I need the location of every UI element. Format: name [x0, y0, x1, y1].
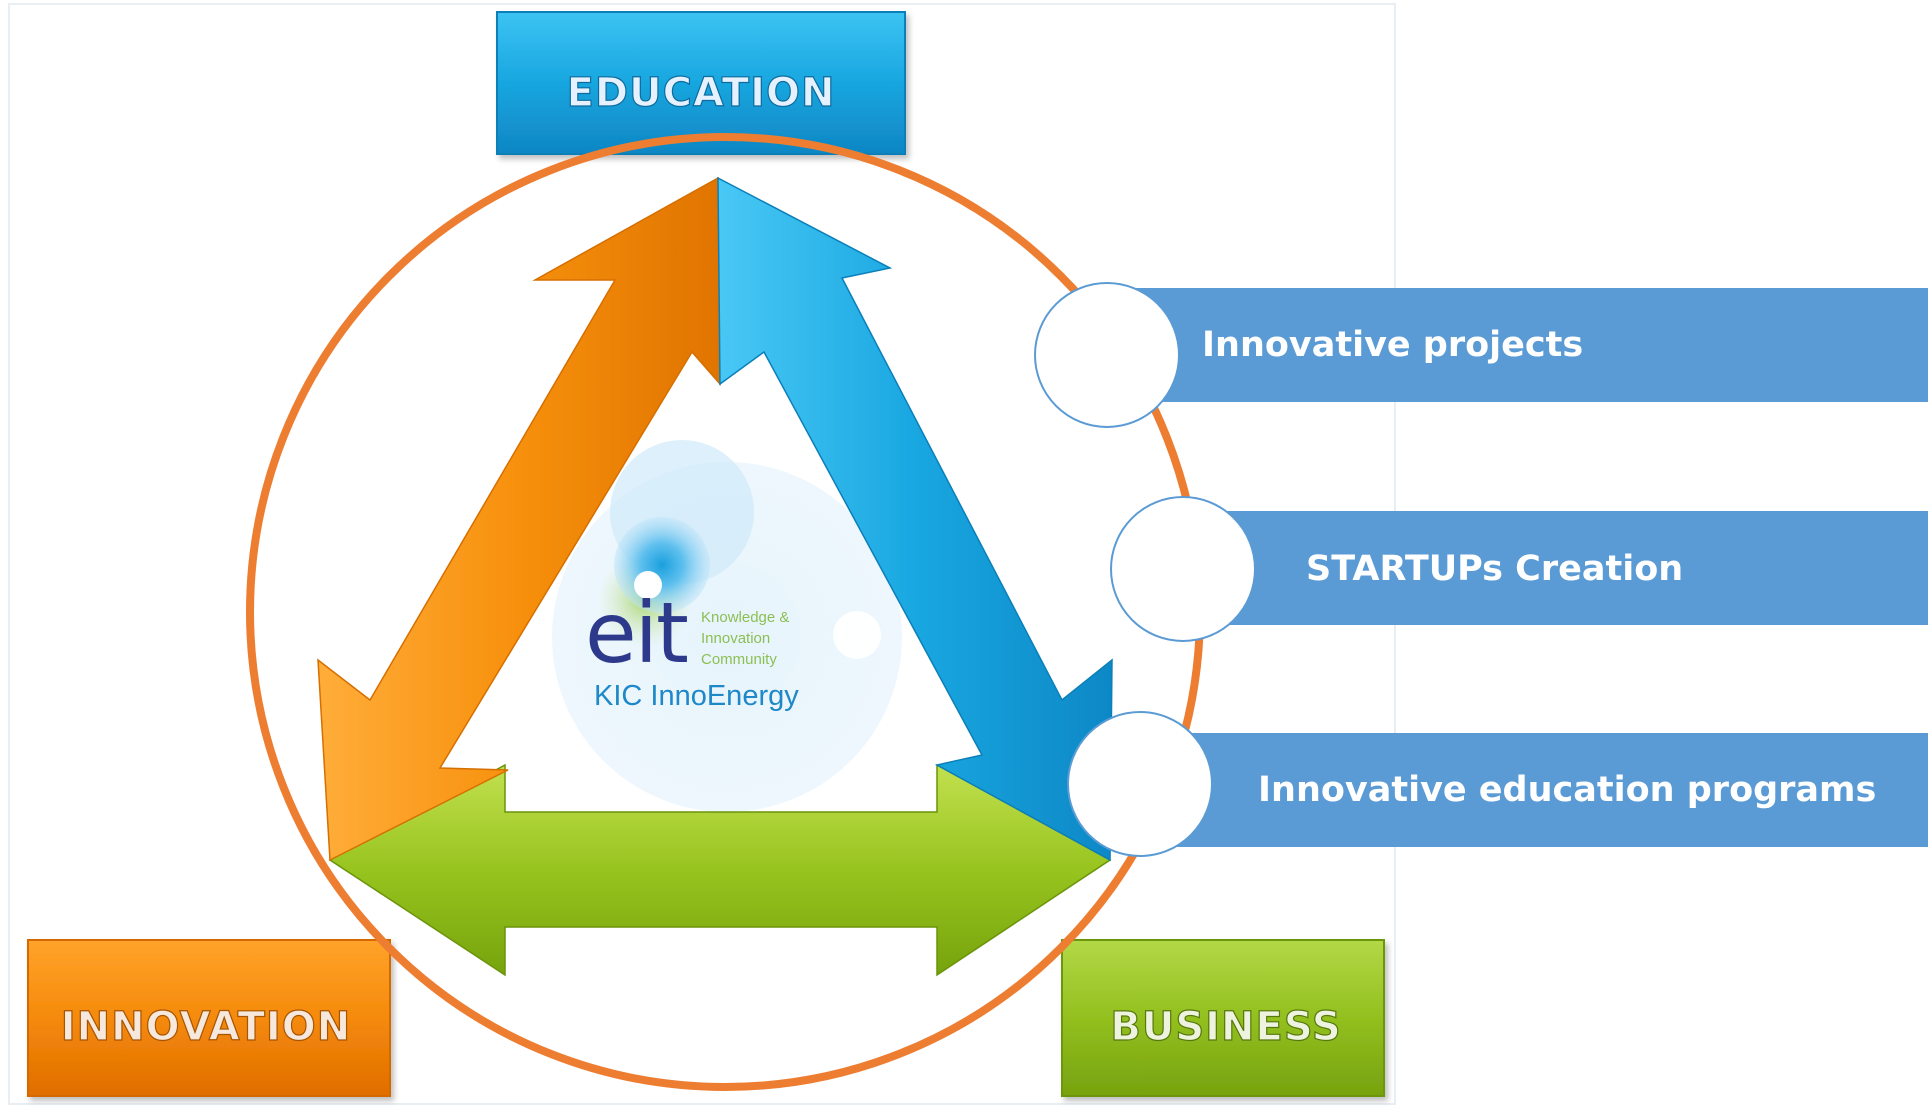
- logo-tagline-line3: Community: [701, 651, 777, 668]
- logo-tagline-line2: Innovation: [701, 630, 770, 647]
- outcome-label: STARTUPs Creation: [1306, 549, 1683, 589]
- education-label: EDUCATION: [567, 70, 836, 116]
- outcome-item: STARTUPs Creation: [1110, 496, 1928, 642]
- education-innovation-arrow: [317, 176, 721, 862]
- outcome-bar: [1136, 733, 1928, 847]
- business-label: BUSINESS: [1110, 1004, 1341, 1050]
- outcome-label: Innovative education programs: [1258, 770, 1876, 810]
- logo-side-dot: [833, 611, 881, 659]
- logo-name: KIC InnoEnergy: [594, 680, 799, 712]
- outcome-label: Innovative projects: [1202, 325, 1583, 365]
- outcome-circle: [1034, 282, 1180, 428]
- outcome-bar: [1110, 288, 1928, 402]
- outcome-bar: [1186, 511, 1928, 625]
- outcome-item: Innovative education programs: [1067, 711, 1928, 857]
- business-box: BUSINESS: [1061, 939, 1385, 1097]
- logo-tagline-line1: Knowledge &: [701, 609, 789, 626]
- logo-mark: eit: [585, 584, 687, 682]
- outcome-item: Innovative projects: [1034, 282, 1928, 428]
- education-box: EDUCATION: [496, 11, 906, 155]
- innovation-label: INNOVATION: [61, 1004, 352, 1050]
- logo-white-dot: [634, 571, 662, 599]
- innovation-box: INNOVATION: [27, 939, 391, 1097]
- education-business-arrow: [717, 176, 1113, 862]
- eit-logo: eit Knowledge & Innovation Community KIC…: [585, 440, 881, 712]
- outcome-circle: [1110, 496, 1256, 642]
- outcome-circle: [1067, 711, 1213, 857]
